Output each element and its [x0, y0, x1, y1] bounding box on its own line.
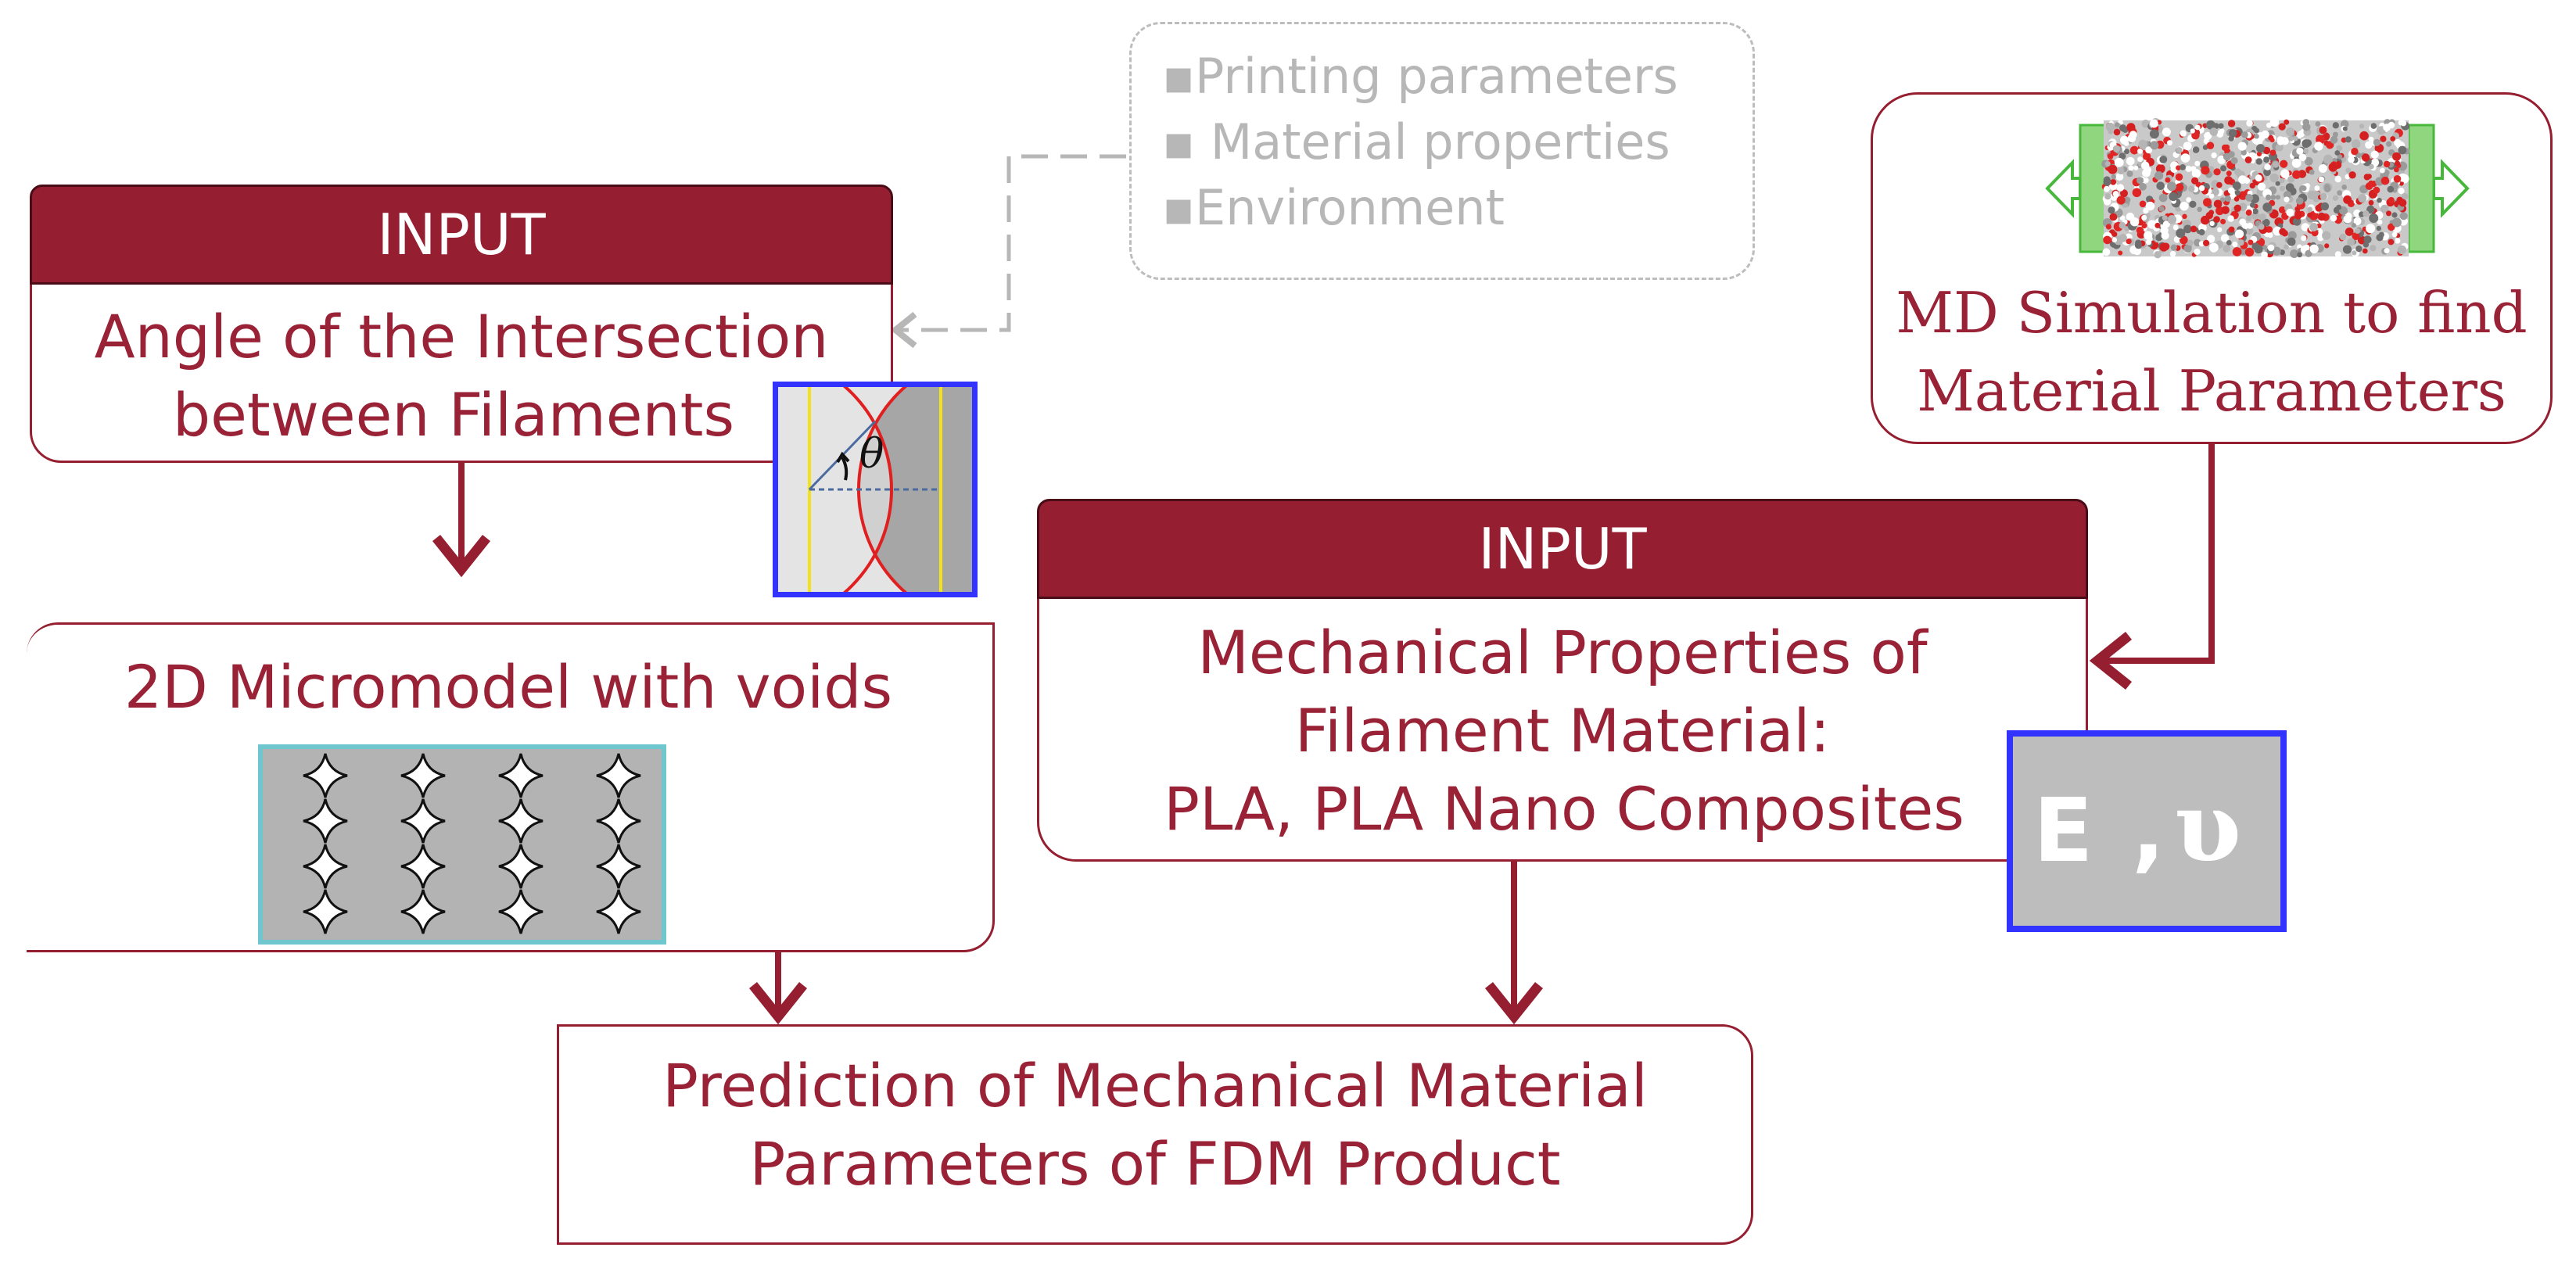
void-star: [596, 798, 641, 844]
void-star: [400, 889, 446, 934]
input-mechanical-line3: PLA, PLA Nano Composites: [1164, 774, 1964, 844]
theta-symbol: θ: [859, 431, 884, 478]
micromodel-title: 2D Micromodel with voids: [124, 652, 893, 722]
void-star: [596, 753, 641, 798]
filament-angle-diagram: θ: [773, 382, 978, 597]
void-star: [498, 889, 544, 934]
elastic-constants-box: E , υ: [2007, 730, 2287, 932]
void-star: [400, 753, 446, 798]
prediction-line2: Parameters of FDM Product: [749, 1129, 1561, 1199]
input-mechanical-header: INPUT: [1037, 499, 2088, 599]
void-star: [596, 889, 641, 934]
symbol-comma: ,: [2132, 780, 2165, 882]
void-star: [400, 798, 446, 844]
note-item-material-properties: ▪ Material properties: [1162, 113, 1670, 170]
input-angle-line1: Angle of the Intersection: [94, 302, 829, 371]
void-star: [498, 844, 544, 889]
md-simulation-image: [1986, 116, 2487, 261]
symbol-nu: υ: [2174, 771, 2242, 884]
md-simulation-line1: MD Simulation to find: [1896, 280, 2528, 346]
void-star: [400, 844, 446, 889]
inputs-note-box: [1129, 22, 1755, 280]
dashed-connector: [890, 154, 1126, 349]
void-star: [303, 753, 348, 798]
prediction-frame: [557, 1024, 1753, 1245]
voids-pattern: [303, 753, 641, 934]
input-mechanical-line1: Mechanical Properties of: [1197, 618, 1928, 687]
note-item-environment: ▪Environment: [1162, 179, 1505, 236]
arrow-md-to-mechanical: [2089, 444, 2215, 690]
void-star: [303, 798, 348, 844]
void-star: [498, 753, 544, 798]
prediction-line1: Prediction of Mechanical Material: [662, 1051, 1648, 1120]
void-star: [498, 798, 544, 844]
note-item-printing-parameters: ▪Printing parameters: [1162, 48, 1678, 105]
void-star: [303, 844, 348, 889]
void-star: [596, 844, 641, 889]
input-angle-header: INPUT: [30, 185, 893, 285]
input-angle-line2: between Filaments: [172, 380, 735, 450]
input-mechanical-line2: Filament Material:: [1294, 696, 1831, 765]
md-simulation-line2: Material Parameters: [1917, 358, 2506, 424]
symbol-E: E: [2033, 780, 2093, 882]
void-star: [303, 889, 348, 934]
micromodel-voids-grid: [258, 744, 666, 945]
